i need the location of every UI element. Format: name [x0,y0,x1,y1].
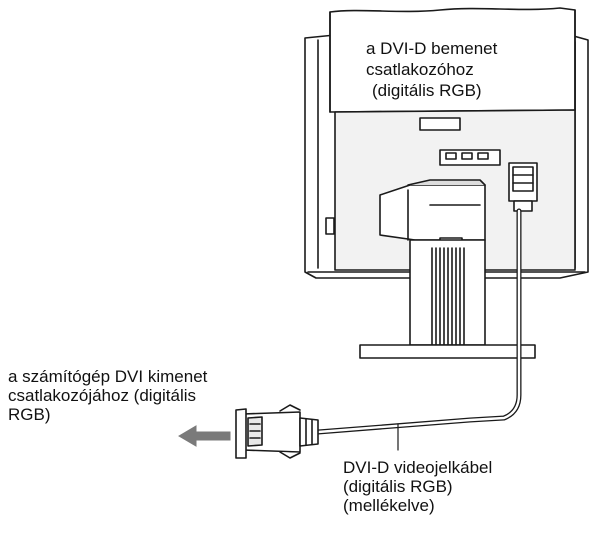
computer-output-label-line-3: RGB) [8,405,51,424]
cable-label: DVI-D videojelkábel (digitális RGB) (mel… [343,458,492,515]
computer-output-label: a számítógép DVI kimenet csatlakozójához… [8,367,207,424]
monitor-dvi-plug [508,162,538,212]
dvi-input-label-line-1: a DVI-D bemenet [366,39,498,58]
monitor-top-cover [329,7,576,113]
cable-label-line-2: (digitális RGB) [343,477,453,496]
computer-dvi-plug [235,404,319,459]
computer-output-label-line-2: csatlakozójához (digitális [8,386,197,405]
stand-base [359,344,536,359]
port-panel [439,149,501,166]
side-switch [325,217,335,235]
computer-output-label-line-1: a számítógép DVI kimenet [8,367,208,386]
dvi-cable [315,208,522,435]
cable-label-line-1: DVI-D videojelkábel [343,458,493,477]
stand-column [409,239,486,346]
dvi-input-label-line-2: csatlakozóhoz [366,60,474,79]
stand-neck [379,179,486,249]
direction-arrow [178,425,231,447]
dvi-input-label-line-3: (digitális RGB) [372,81,482,100]
dvi-input-label: a DVI-D bemenet csatlakozóhoz (digitális… [366,38,497,101]
cable-label-line-3: (mellékelve) [343,496,435,515]
